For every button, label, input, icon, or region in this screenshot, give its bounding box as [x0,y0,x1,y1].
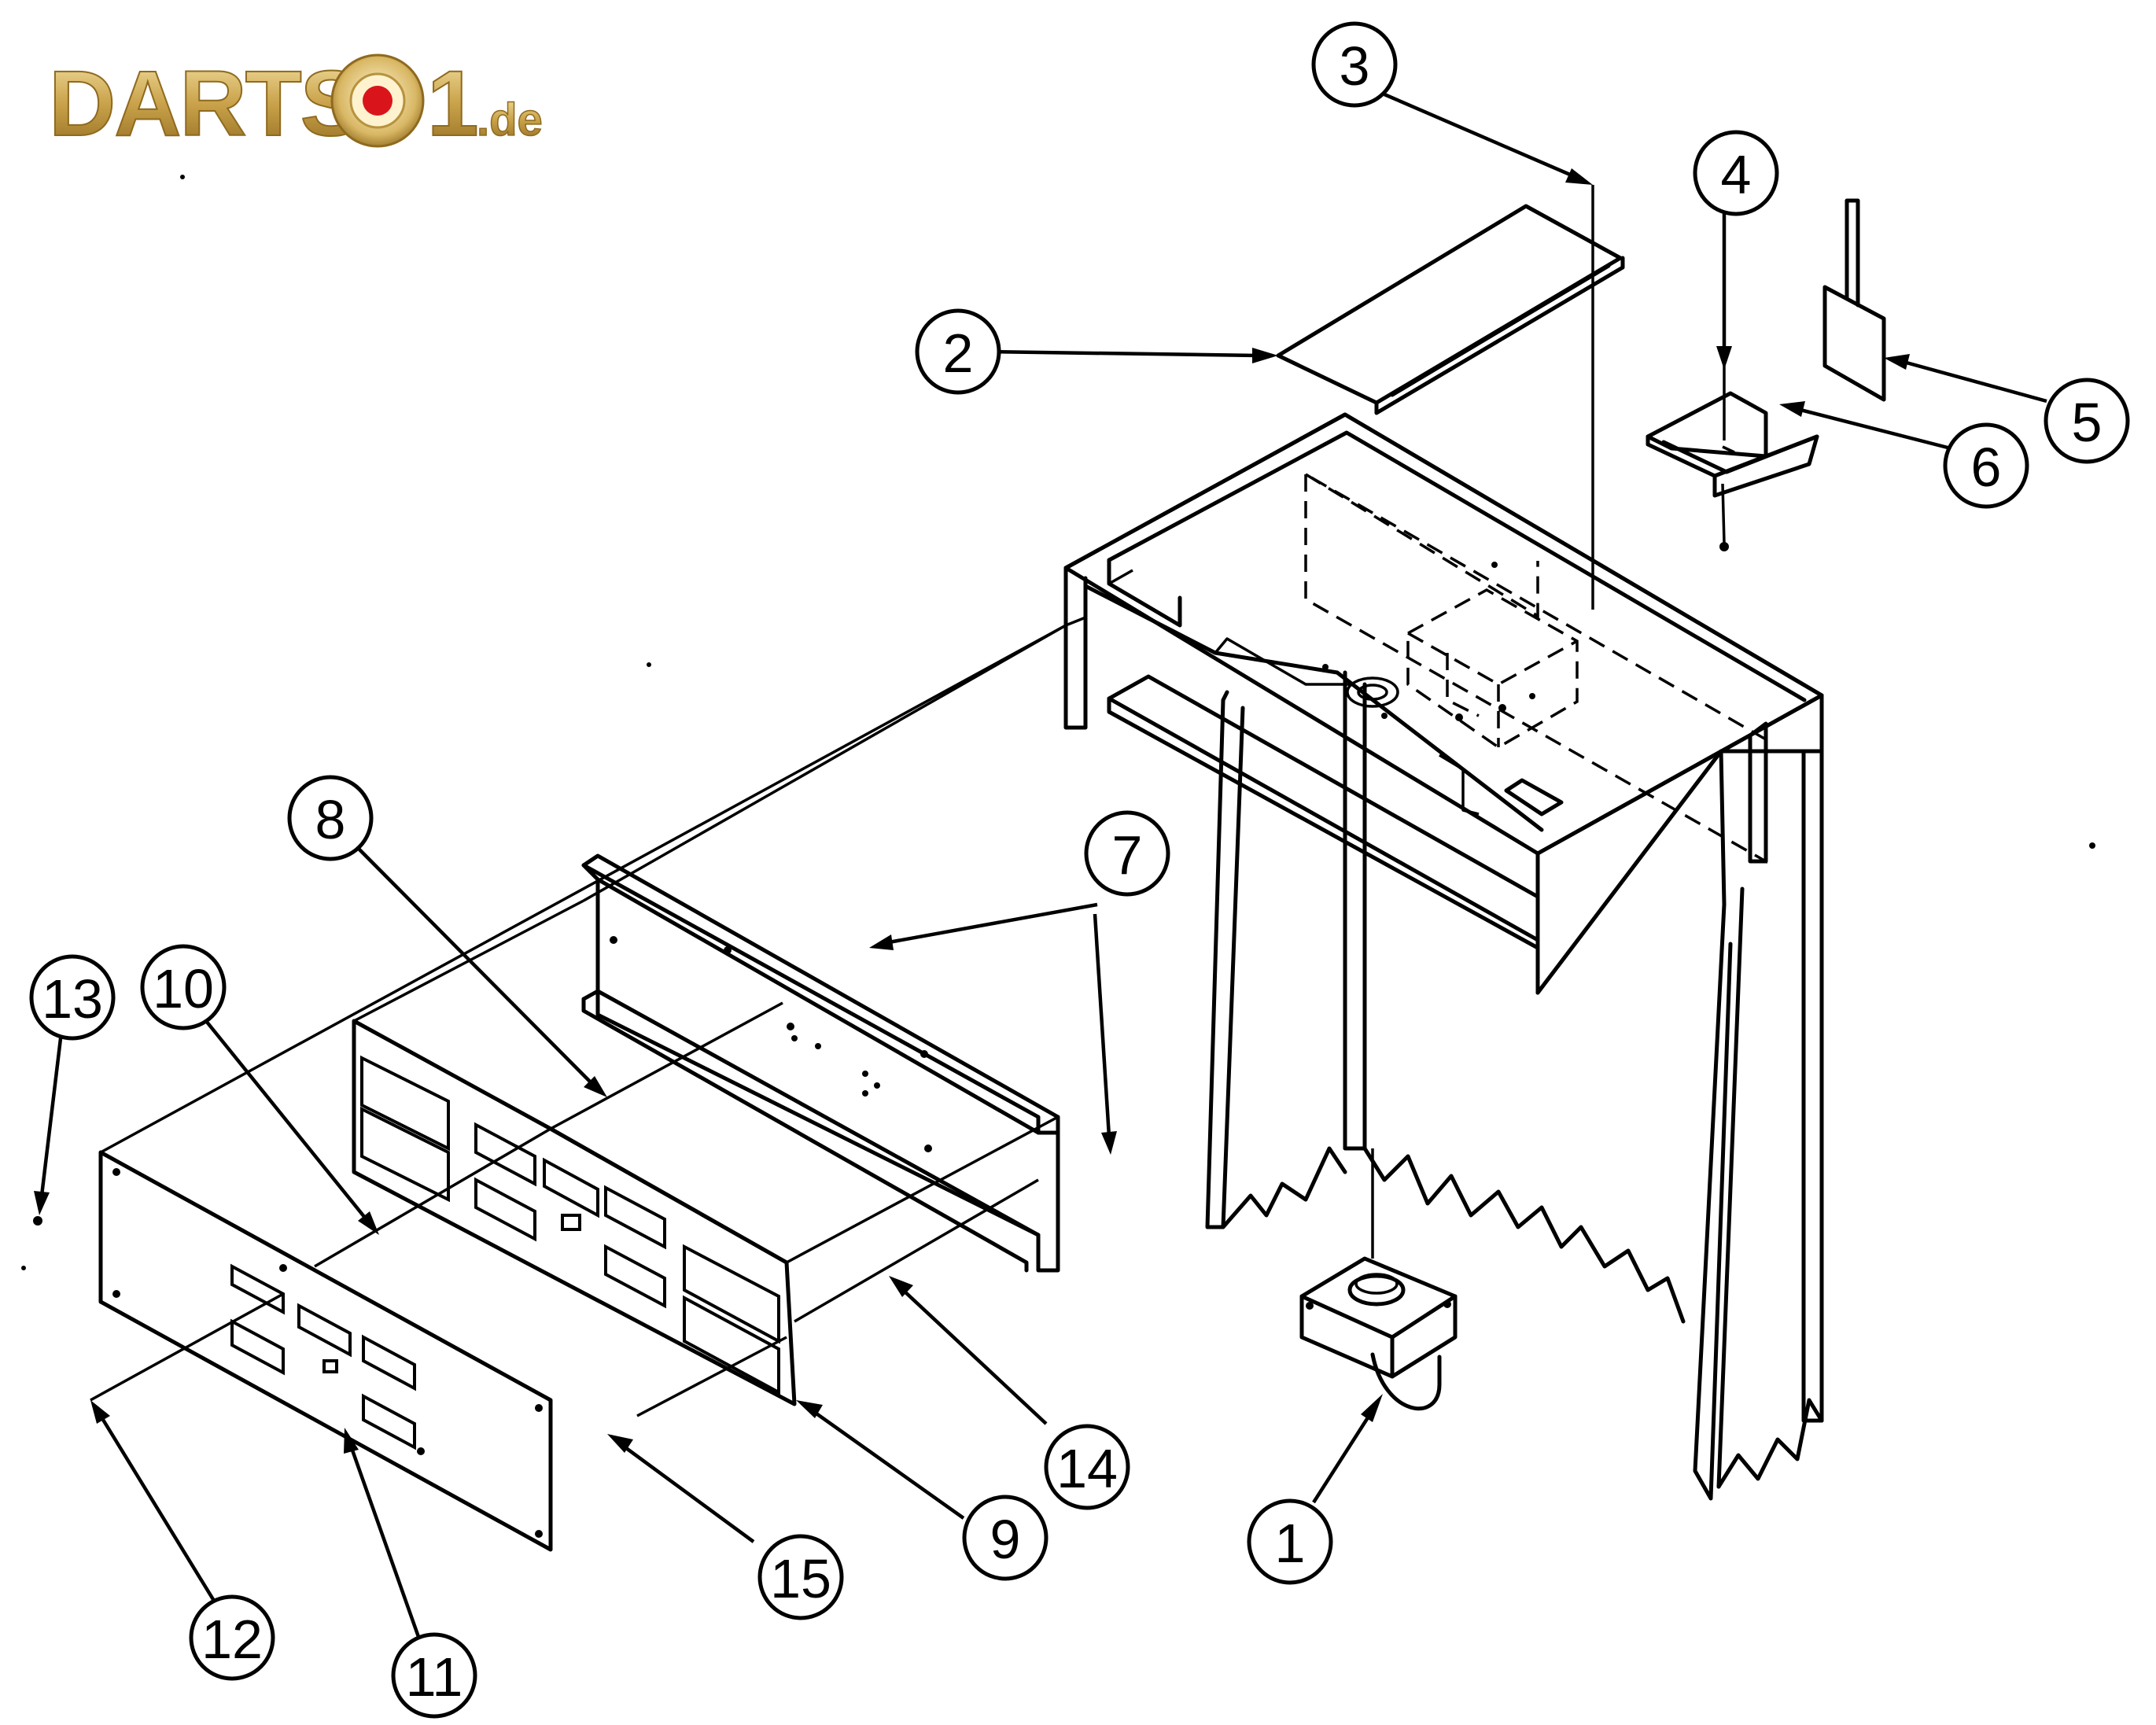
callout-1: 1 [1247,1498,1333,1585]
dartboard-o-icon [330,53,425,148]
part-rear-tray [581,853,1060,1273]
brand-logo: DARTS 1 .de [48,51,544,157]
part-bracket-assembly [1646,198,1886,551]
callout-6: 6 [1943,422,2029,509]
callout-9: 9 [962,1495,1049,1581]
part-top-plate [1276,204,1625,415]
callout-2: 2 [915,308,1001,395]
part-caster [1299,1148,1458,1411]
part-circuit-board [352,1019,797,1406]
logo-suffix-text: .de [477,94,543,146]
callout-15: 15 [757,1534,844,1620]
callout-4: 4 [1693,130,1779,216]
callout-12-label: 12 [201,1609,263,1670]
switch-bank-right [683,1244,780,1395]
construction-lines [90,185,1726,1417]
callout-5-label: 5 [2072,392,2103,453]
callout-15-label: 15 [770,1548,831,1609]
switch-bank-left [360,1055,450,1203]
callout-4-label: 4 [1721,144,1752,205]
callout-10-label: 10 [153,958,214,1019]
callout-12: 12 [189,1594,275,1681]
logo-main-text: DARTS [49,52,360,156]
callout-10: 10 [140,944,227,1030]
callout-3: 3 [1311,21,1398,108]
cabinet-legs [1205,670,1824,1501]
callout-8-label: 8 [315,789,346,850]
callout-11-label: 11 [406,1646,463,1708]
callout-14: 14 [1044,1424,1130,1510]
callout-8: 8 [287,775,374,861]
callout-3-label: 3 [1340,35,1370,97]
cabinet-body [1063,412,1824,1423]
callout-leaders [33,92,2047,1649]
callout-5: 5 [2044,378,2130,464]
callout-6-label: 6 [1971,437,2002,498]
callout-1-label: 1 [1275,1513,1306,1574]
switch-bank-middle [474,1122,666,1309]
callout-2-label: 2 [943,323,974,384]
callout-14-label: 14 [1056,1438,1118,1499]
callout-9-label: 9 [990,1509,1021,1570]
callout-13: 13 [29,954,116,1041]
part-front-plate [98,1150,553,1552]
callout-13-label: 13 [42,968,103,1030]
callout-11: 11 [391,1632,477,1719]
logo-digit-text: 1 [427,52,477,156]
callout-7: 7 [1084,810,1170,897]
callout-7-label: 7 [1112,824,1143,886]
